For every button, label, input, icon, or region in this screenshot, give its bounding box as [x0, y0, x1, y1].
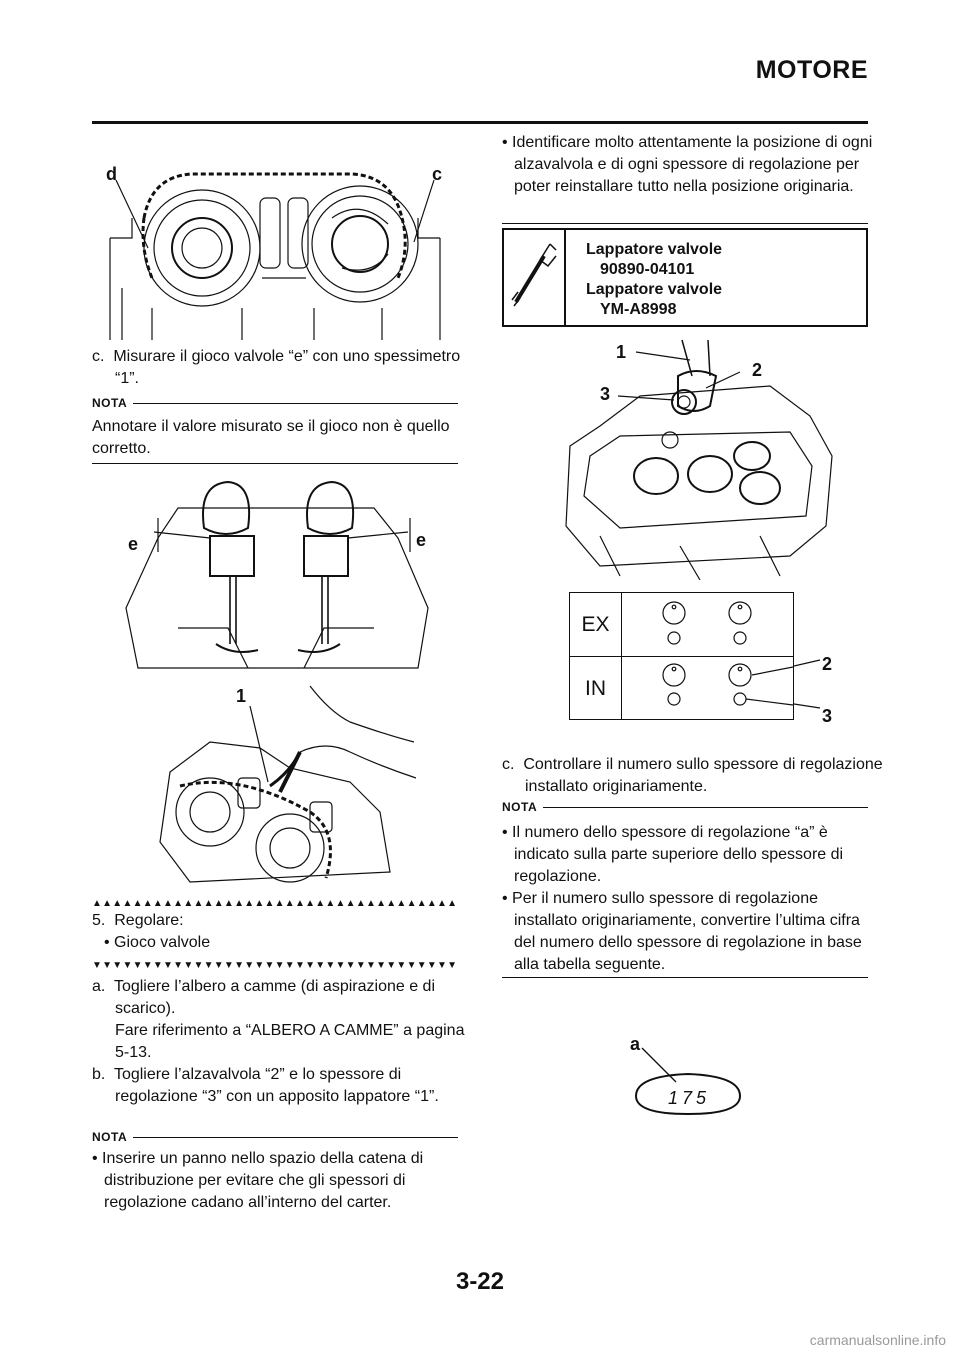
feeler-gauge-figure: 1	[150, 682, 420, 888]
figure-label-2: 2	[822, 654, 833, 674]
bullet-text: Per il numero sullo spessore di regolazi…	[512, 890, 862, 973]
figure-label-c: c	[432, 164, 443, 184]
step-marker: c.	[502, 756, 515, 773]
steps-end-marker: ▼▼▼▼▼▼▼▼▼▼▼▼▼▼▼▼▼▼▼▼▼▼▼▼▼▼▼▼▼▼▼▼▼▼▼▼▼▼▼▼…	[92, 960, 458, 971]
bullet-text: Identificare molto attentamente la posiz…	[512, 134, 873, 195]
figure-label-1: 1	[616, 342, 627, 362]
nota-bullet: • Il numero dello spessore di regolazion…	[502, 824, 844, 885]
tool-icon-cell	[504, 230, 566, 325]
step-a-remove-camshaft: a. Togliere l’albero a camme (di aspiraz…	[92, 976, 481, 1064]
bullet-text: Il numero dello spessore di regolazione …	[512, 824, 844, 885]
tool-name: Lappatore valvole	[586, 281, 723, 298]
nota-end-rule	[502, 977, 868, 978]
bullet-valve-clearance: • Gioco valvole	[104, 934, 211, 951]
page-title: MOTORE	[755, 56, 868, 84]
step-marker: 5.	[92, 912, 106, 929]
step-marker: a.	[92, 978, 106, 995]
header-rule	[92, 121, 868, 124]
step-5-adjust: 5. Regolare:	[92, 910, 481, 932]
figure-label-3: 3	[600, 384, 611, 404]
ex-shim-circles	[662, 601, 752, 645]
tool-text: Lappatore valvole 90890-04101 Lappatore …	[586, 240, 722, 320]
tool-code: 90890-04101	[600, 261, 695, 278]
step-c-check-shim: c. Controllare il numero sullo spessore …	[502, 754, 891, 798]
in-shim-circles	[662, 663, 793, 706]
figure-label-a: a	[630, 1034, 641, 1054]
nota-header: NOTA	[502, 800, 868, 814]
figure-label-d: d	[106, 164, 117, 184]
figure-label-1: 1	[236, 686, 247, 706]
step-c-measure: c. Misurare il gioco valvole “e” con uno…	[92, 346, 481, 390]
special-tool-box: Lappatore valvole 90890-04101 Lappatore …	[502, 228, 868, 327]
step-text: Togliere l’alzavalvola “2” e lo spessore…	[113, 1066, 439, 1105]
nota-label: NOTA	[92, 1130, 128, 1144]
step-text: Misurare il gioco valvole “e” con uno sp…	[113, 348, 461, 387]
section-rule	[502, 223, 868, 224]
wrench-icon	[511, 243, 557, 307]
step-reference: Fare riferimento a “ALBERO A CAMME” a pa…	[115, 1022, 465, 1061]
valve-clearance-figure: e e	[118, 478, 434, 674]
nota-header: NOTA	[92, 396, 458, 410]
nota-header: NOTA	[92, 1130, 458, 1144]
tool-name: Lappatore valvole	[586, 241, 723, 258]
step-b-remove-lifter: b. Togliere l’alzavalvola “2” e lo spess…	[92, 1064, 481, 1108]
nota-rule	[133, 1136, 458, 1138]
nota-label: NOTA	[92, 396, 128, 410]
nota-end-rule	[92, 463, 458, 464]
shim-leader-lines	[794, 659, 821, 709]
nota-label: NOTA	[502, 800, 538, 814]
step-text: Togliere l’albero a camme (di aspirazion…	[113, 978, 435, 1017]
figure-label-e-right: e	[416, 530, 427, 550]
table-row-in: IN	[570, 657, 793, 720]
figure-label-3: 3	[822, 706, 833, 726]
watermark: carmanualsonline.info	[809, 1332, 946, 1348]
steps-start-marker: ▲▲▲▲▲▲▲▲▲▲▲▲▲▲▲▲▲▲▲▲▲▲▲▲▲▲▲▲▲▲▲▲▲▲▲▲▲▲▲▲…	[92, 898, 458, 909]
step-marker: c.	[92, 348, 105, 365]
tool-code: YM-A8998	[600, 301, 677, 318]
bullet-text: Gioco valvole	[114, 934, 211, 951]
step-text: Regolare:	[114, 912, 184, 929]
table-row-ex: EX	[570, 593, 793, 657]
nota-bullet: • Inserire un panno nello spazio della c…	[92, 1150, 424, 1211]
step-marker: b.	[92, 1066, 106, 1083]
camshaft-sprocket-figure: d c	[92, 158, 458, 340]
nota-text: Annotare il valore misurato se il gioco …	[92, 418, 450, 457]
bullet-text: Inserire un panno nello spazio della cat…	[102, 1150, 424, 1211]
row-label: IN	[570, 657, 622, 720]
nota-rule	[543, 806, 868, 808]
bullet-identify-position: • Identificare molto attentamente la pos…	[502, 134, 873, 195]
lapper-tool-figure: 1 2 3	[560, 336, 840, 581]
row-label: EX	[570, 593, 622, 656]
nota-bullet: • Per il numero sullo spessore di regola…	[502, 890, 862, 973]
shim-number-figure: a 175	[624, 1034, 754, 1116]
shim-number: 175	[668, 1088, 711, 1108]
figure-label-2: 2	[752, 360, 763, 380]
figure-label-e-left: e	[128, 534, 139, 554]
step-text: Controllare il numero sullo spessore di …	[523, 756, 883, 795]
shim-position-table: EX IN	[569, 592, 794, 720]
nota-rule	[133, 402, 458, 404]
page-number: 3-22	[455, 1268, 505, 1295]
